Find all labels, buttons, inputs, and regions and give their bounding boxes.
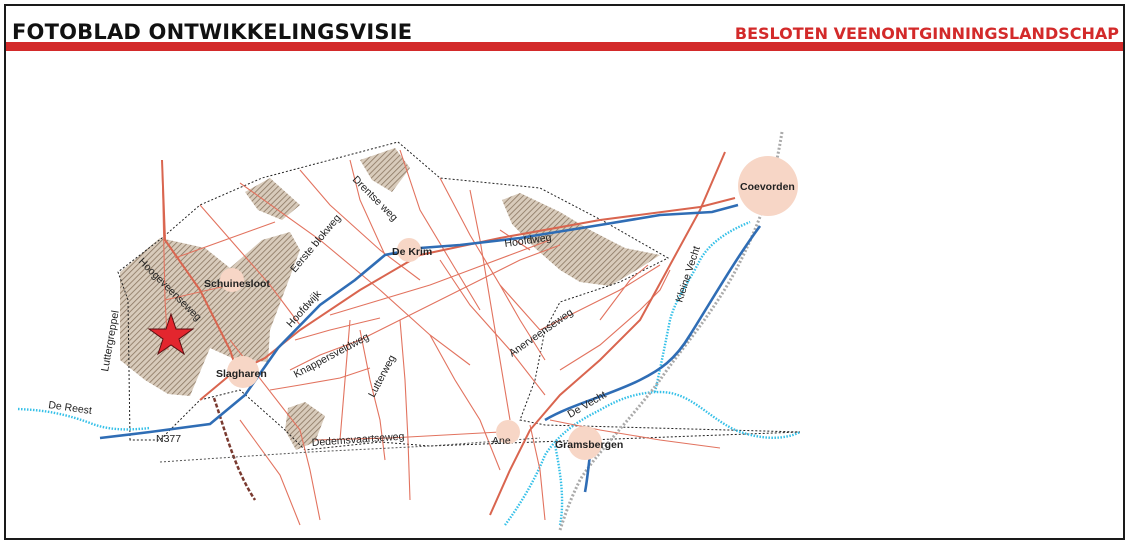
peat-area-east	[502, 193, 660, 286]
header-divider-bar	[6, 42, 1123, 51]
river-kleine-vecht	[653, 220, 751, 393]
town-circle-ane	[496, 420, 520, 444]
water-label-de-reest: De Reest	[48, 399, 93, 417]
road-label-eerste-blokweg: Eerste blokweg	[288, 212, 343, 275]
waterways	[17, 220, 801, 526]
river-de-reest	[17, 407, 151, 431]
road-label-knappersveldweg: Knappersveldweg	[292, 331, 371, 381]
road-coevorden-south	[489, 151, 726, 516]
river-de-vecht	[504, 390, 801, 526]
peat-area-south	[285, 402, 325, 450]
town-circle-gramsbergen	[568, 426, 602, 460]
town-circle-slagharen	[227, 356, 259, 388]
municipal-boundary	[159, 437, 541, 463]
peat-area-north-2	[360, 148, 410, 192]
blue-road-vecht	[583, 454, 592, 493]
peat-area-west	[120, 232, 300, 396]
peat-area-north-1	[245, 178, 300, 220]
page-subtitle: BESLOTEN VEENONTGINNINGSLANDSCHAP	[734, 24, 1119, 43]
dark-red-road	[212, 397, 257, 501]
town-label-de-krim: De Krim	[392, 246, 432, 258]
town-circle-coevorden	[738, 156, 798, 216]
road-label-hoofdwijk: Hoofdwijk	[284, 288, 324, 330]
road-label-lutterweg: Lutterweg	[366, 353, 398, 399]
study-area-boundary	[117, 141, 801, 451]
town-circle-schuinesloot	[220, 268, 244, 292]
road-label-n377: N377	[156, 433, 181, 445]
blue-road-east	[544, 225, 762, 422]
town-label-schuinesloot: Schuinesloot	[204, 278, 270, 290]
road-label-dedemsvaartseweg: Dedemsvaartseweg	[311, 431, 405, 449]
town-label-ane: Ane	[492, 435, 511, 447]
town-label-slagharen: Slagharen	[216, 368, 267, 380]
local-roads	[161, 149, 721, 526]
header: FOTOBLAD ONTWIKKELINGSVISIE BESLOTEN VEE…	[6, 6, 1123, 51]
road-label-luttergreppel: Luttergreppel	[99, 309, 122, 372]
page-title: FOTOBLAD ONTWIKKELINGSVISIE	[12, 20, 413, 44]
peat-areas	[120, 148, 660, 450]
river-de-vecht-south	[553, 444, 564, 526]
town-label-gramsbergen: Gramsbergen	[555, 439, 623, 451]
star-icon	[147, 312, 195, 356]
town-label-coevorden: Coevorden	[740, 181, 795, 193]
town-circles	[220, 156, 798, 460]
water-label-kleine-vecht: Kleine Vecht	[673, 245, 702, 304]
town-circle-de-krim	[397, 238, 421, 262]
main-road-blue	[99, 203, 739, 440]
